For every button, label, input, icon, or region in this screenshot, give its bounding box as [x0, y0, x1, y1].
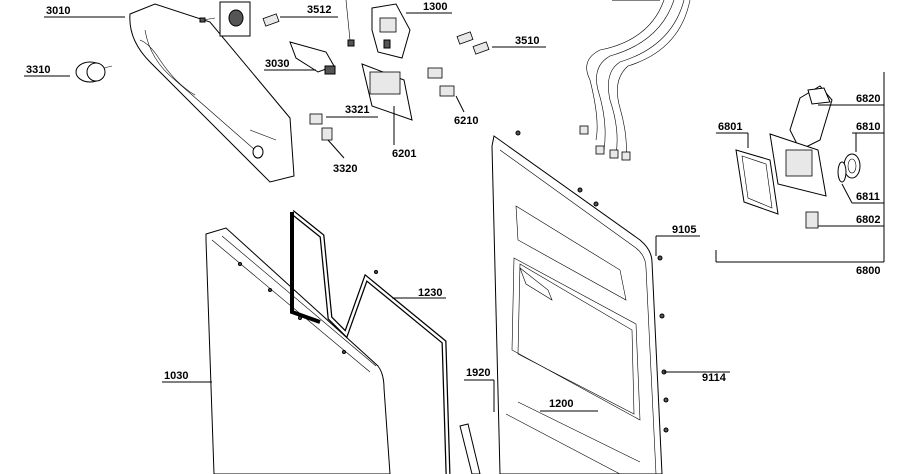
- switch-6210-part: [427, 67, 465, 113]
- label-1200: 1200: [549, 398, 573, 410]
- bracket-3030-part: [289, 41, 336, 75]
- strip-1920-part: [459, 423, 481, 474]
- label-6201: 6201: [392, 148, 416, 160]
- inner-door-1200-part: [491, 130, 669, 474]
- label-3030: 3030: [265, 58, 289, 70]
- label-6802: 6802: [856, 214, 880, 226]
- label-1300: 1300: [423, 1, 447, 13]
- label-3321: 3321: [345, 104, 369, 116]
- label-1920: 1920: [466, 367, 490, 379]
- label-1030: 1030: [164, 370, 188, 382]
- label-9105: 9105: [672, 224, 696, 236]
- cable-harness-part: [579, 0, 691, 161]
- module-6201-part: [361, 63, 413, 145]
- gasket-1230-part: [290, 210, 451, 474]
- board-1300-part: [345, 0, 411, 59]
- knob-part: [75, 61, 113, 83]
- label-3010: 3010: [46, 5, 70, 17]
- label-6810: 6810: [856, 121, 880, 133]
- label-3510: 3510: [515, 35, 539, 47]
- outer-door-1030-part: [205, 227, 391, 474]
- label-6800: 6800: [856, 265, 880, 277]
- clip-3320-part: [321, 127, 345, 159]
- label-9114: 9114: [702, 372, 727, 384]
- label-6811: 6811: [856, 191, 880, 203]
- spacer-3510-part: [456, 31, 490, 55]
- label-1230: 1230: [418, 287, 442, 299]
- label-6801: 6801: [718, 121, 742, 133]
- label-3512: 3512: [307, 4, 331, 16]
- label-3310: 3310: [26, 64, 50, 76]
- spacer-3512-part: [262, 13, 280, 27]
- label-3320: 3320: [333, 163, 357, 175]
- dispenser-6800-part: [715, 72, 885, 263]
- clip-3321-part: [309, 113, 323, 125]
- control-panel-part: [129, 3, 295, 183]
- display-module-part: [199, 1, 251, 37]
- label-6210: 6210: [454, 115, 478, 127]
- label-6820: 6820: [856, 93, 880, 105]
